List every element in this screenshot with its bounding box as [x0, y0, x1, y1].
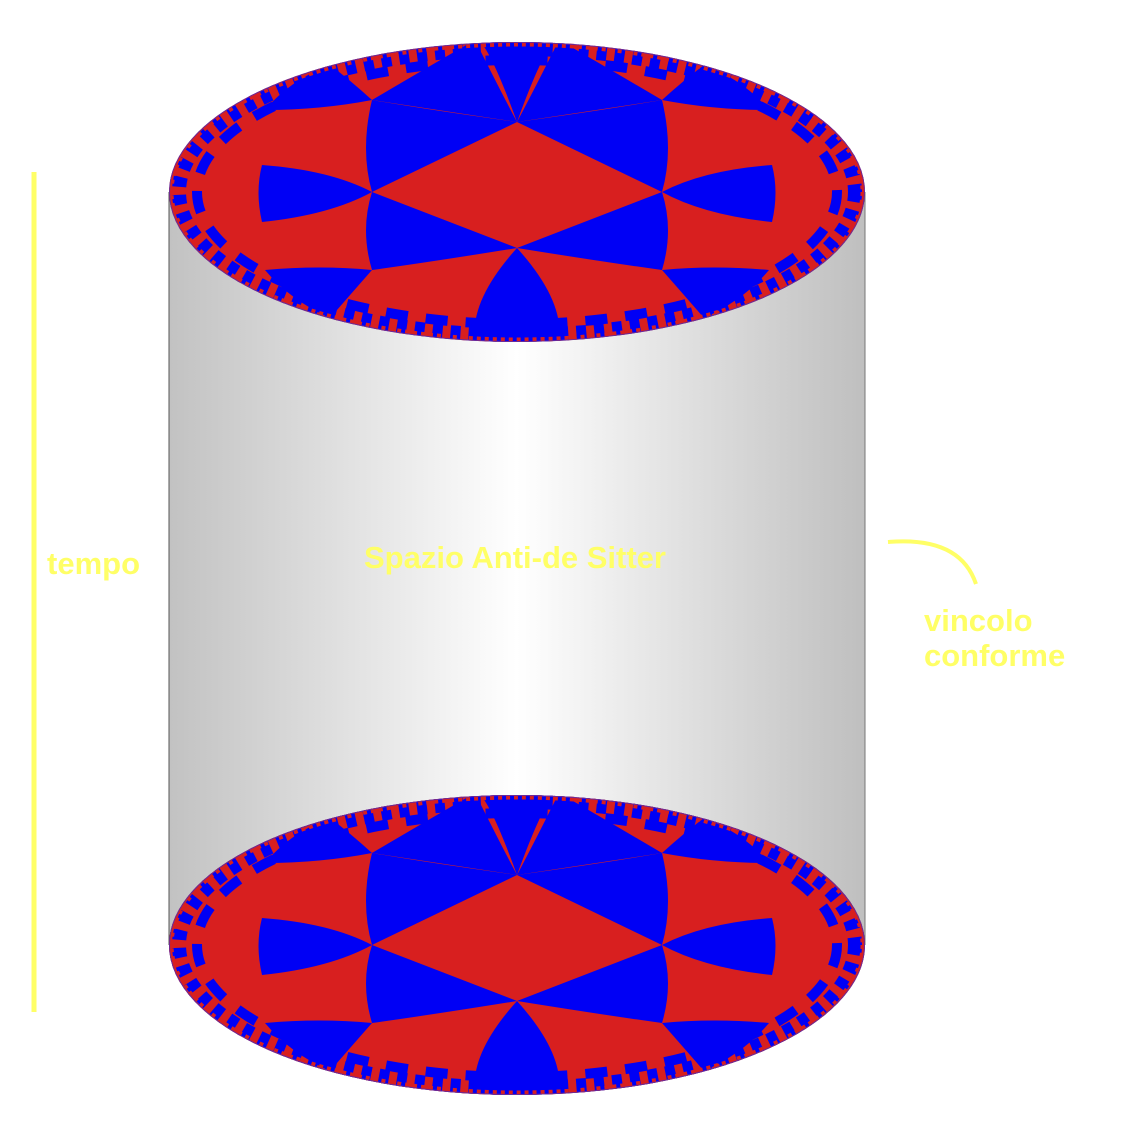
boundary-pointer-curve: [887, 539, 978, 585]
boundary-label-line2: conforme: [924, 638, 1065, 673]
space-label: Spazio Anti-de Sitter: [364, 540, 666, 575]
time-label: tempo: [47, 546, 140, 581]
top-hyperbolic-disk: [169, 42, 865, 342]
boundary-label-line1: vincolo: [924, 603, 1033, 638]
